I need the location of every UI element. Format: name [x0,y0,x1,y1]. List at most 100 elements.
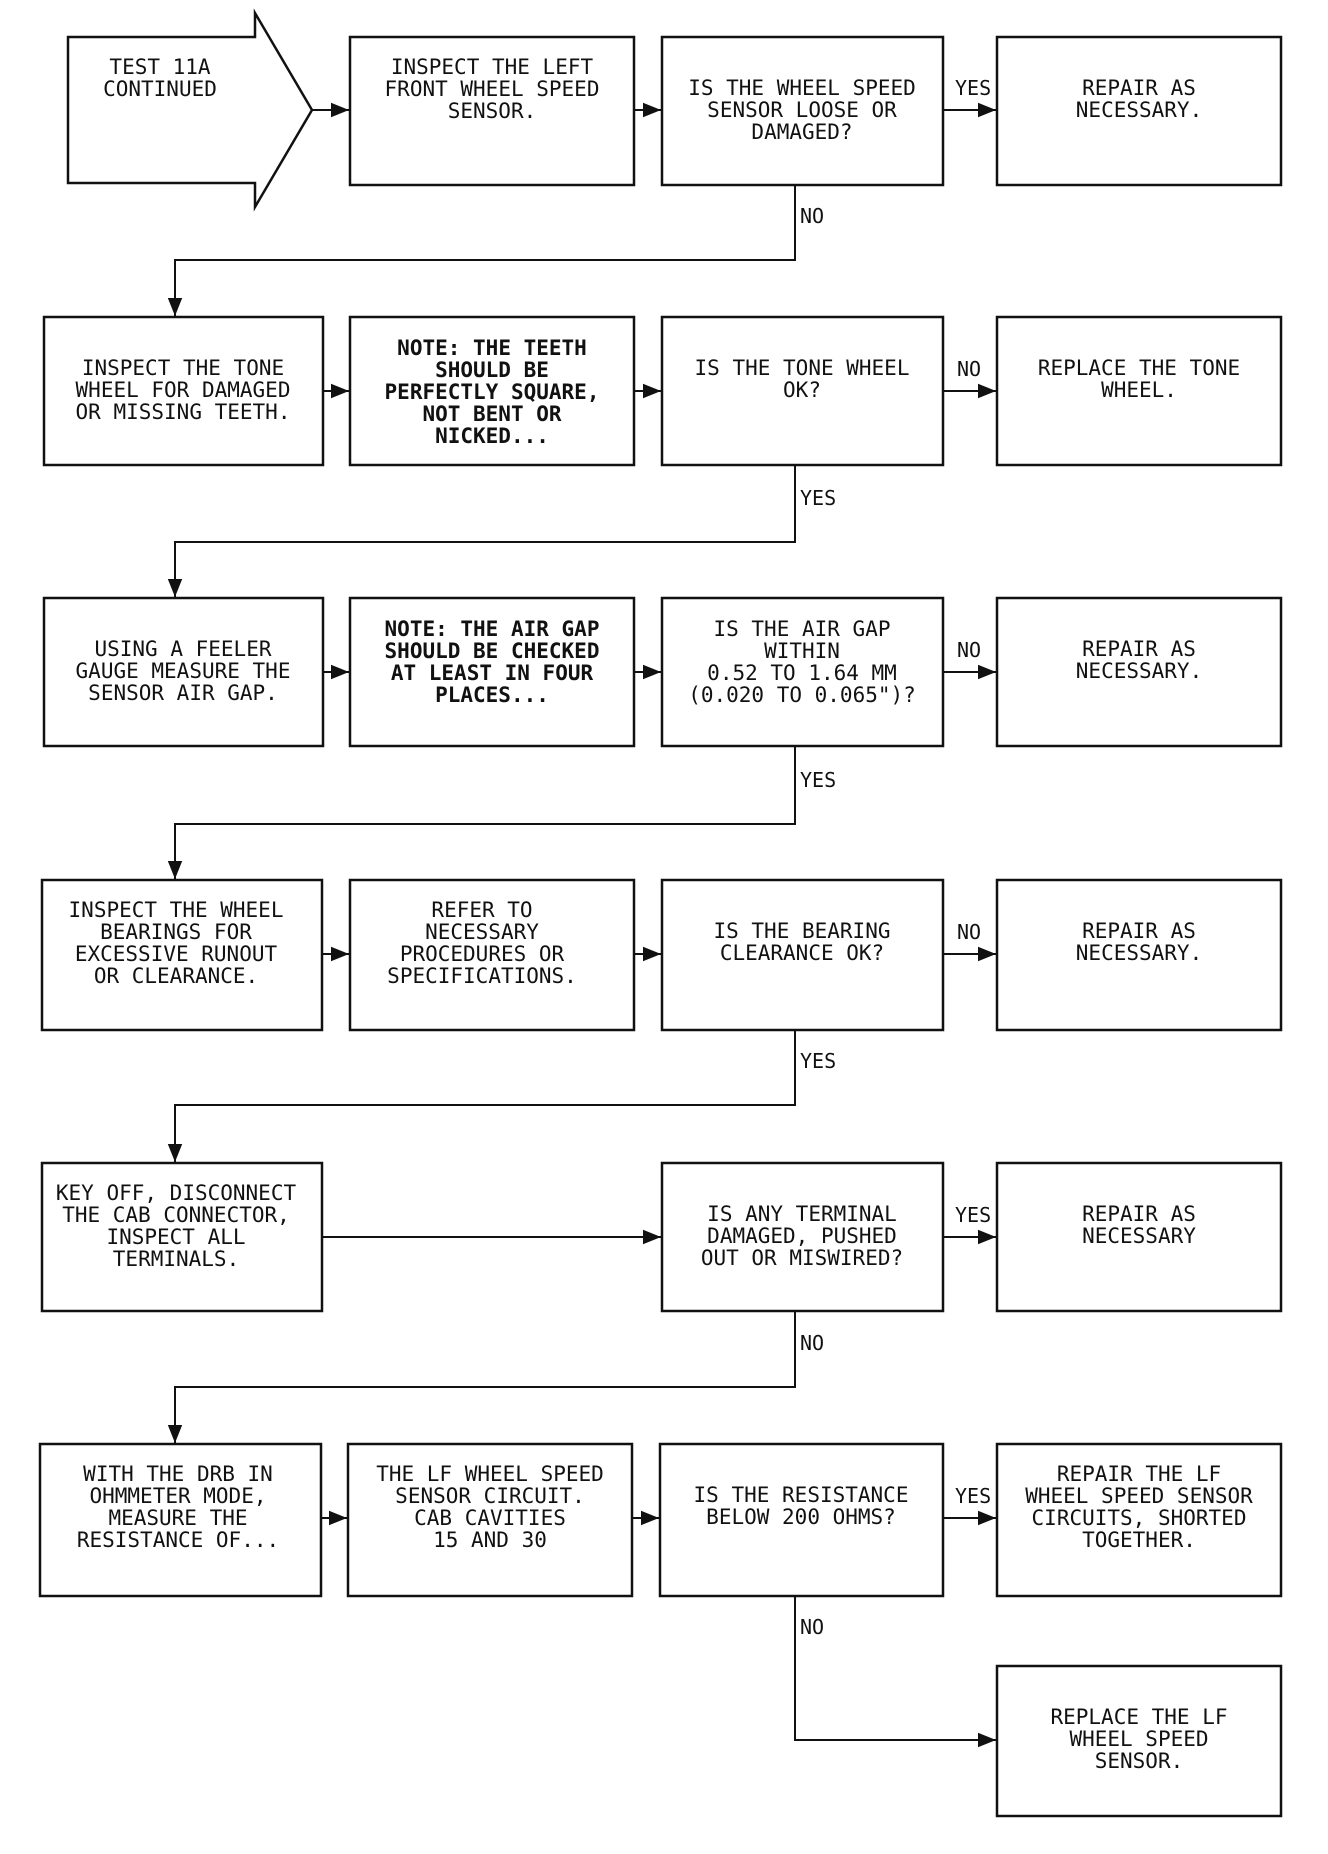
node-line: TOGETHER. [1082,1528,1196,1552]
node-line: 0.52 TO 1.64 MM [707,661,897,685]
node-line: SENSOR CIRCUIT. [395,1484,585,1508]
air-gap-note-box [348,596,636,748]
ohmmeter-box [38,1442,323,1598]
node-line: NECESSARY. [1076,941,1202,965]
arrow-r5q-no [167,1311,796,1443]
node-line: PLACES... [435,683,549,707]
edge-label-r3-no: NO [957,638,981,662]
node-line: WITH THE DRB IN [83,1462,273,1486]
node-line: OK? [783,378,821,402]
node-line: WITHIN [764,639,840,663]
arrow-r3q-yes [167,746,796,879]
replace-lf-sensor-box [995,1664,1283,1818]
node-line: CAB CAVITIES [414,1506,566,1530]
arrow-r2q-yes [167,465,796,597]
tone-wheel-ok-question-box [660,315,945,467]
node-line: BEARINGS FOR [100,920,252,944]
repair-circuits-box [995,1442,1283,1598]
edge-label-r2-yes: YES [800,486,836,510]
repair-box-3 [995,596,1283,748]
key-off-box [40,1161,324,1313]
node-line: REPLACE THE LF [1050,1705,1227,1729]
node-line: KEY OFF, DISCONNECT [56,1181,297,1205]
node-line: OHMMETER MODE, [89,1484,266,1508]
node-line: WHEEL SPEED SENSOR [1025,1484,1253,1508]
node-line: BELOW 200 OHMS? [706,1505,896,1529]
edge-label-r1-no: NO [800,204,824,228]
node-line: MEASURE THE [108,1506,247,1530]
terminal-damaged-question-box [660,1161,945,1313]
node-line: OR MISSING TEETH. [76,400,291,424]
node-line: NECESSARY [1082,1224,1196,1248]
inspect-bearings-box [40,878,324,1032]
node-line: REPAIR THE LF [1057,1462,1221,1486]
node-line: AT LEAST IN FOUR [391,661,594,685]
node-line: IS THE RESISTANCE [694,1483,909,1507]
edge-label-r5-yes: YES [955,1203,991,1227]
node-line: DAMAGED? [751,120,852,144]
node-line: SENSOR LOOSE OR [707,98,897,122]
node-line: SHOULD BE [435,358,549,382]
feeler-gauge-box [42,596,325,748]
node-line: REPAIR AS [1082,637,1196,661]
arrow-r6q-no [794,1596,996,1748]
edge-label-r5-no: NO [800,1331,824,1355]
node-line: 15 AND 30 [433,1528,547,1552]
node-line: INSPECT THE TONE [82,356,284,380]
inspect-tone-wheel-box [42,315,325,467]
node-line: SENSOR AIR GAP. [88,681,278,705]
node-line: IS THE AIR GAP [713,617,890,641]
node-line: OUT OR MISWIRED? [701,1246,903,1270]
node-line: INSPECT ALL [106,1225,245,1249]
edge-label-r6-no: NO [800,1615,824,1639]
air-gap-question-box [660,596,945,748]
resistance-question-box [658,1442,945,1598]
node-line: CLEARANCE OK? [720,941,884,965]
node-line: WHEEL SPEED [1069,1727,1208,1751]
node-line: INSPECT THE LEFT [391,55,594,79]
edge-label-r4-yes: YES [800,1049,836,1073]
node-line: PERFECTLY SQUARE, [385,380,600,404]
node-line: EXCESSIVE RUNOUT [75,942,278,966]
node-line: NECESSARY. [1076,659,1202,683]
lf-circuit-box [346,1442,634,1598]
node-line: TEST 11A [109,55,211,79]
node-line: NOT BENT OR [422,402,561,426]
node-line: USING A FEELER [94,637,271,661]
repair-box-1 [995,35,1283,187]
refer-to-box [348,878,636,1032]
node-line: IS ANY TERMINAL [707,1202,897,1226]
node-line: IS THE WHEEL SPEED [688,76,916,100]
node-line: DAMAGED, PUSHED [707,1224,897,1248]
edge-label-r3-yes: YES [800,768,836,792]
node-line: CONTINUED [103,77,217,101]
node-line: SPECIFICATIONS. [387,964,577,988]
node-line: PROCEDURES OR [400,942,565,966]
node-line: WHEEL FOR DAMAGED [76,378,291,402]
node-line: REPLACE THE TONE [1038,356,1240,380]
node-line: WHEEL. [1101,378,1177,402]
node-line: NECESSARY [425,920,539,944]
node-line: THE LF WHEEL SPEED [376,1462,604,1486]
node-line: THE CAB CONNECTOR, [62,1203,290,1227]
node-line: NOTE: THE TEETH [397,336,587,360]
repair-box-5 [995,1161,1283,1313]
